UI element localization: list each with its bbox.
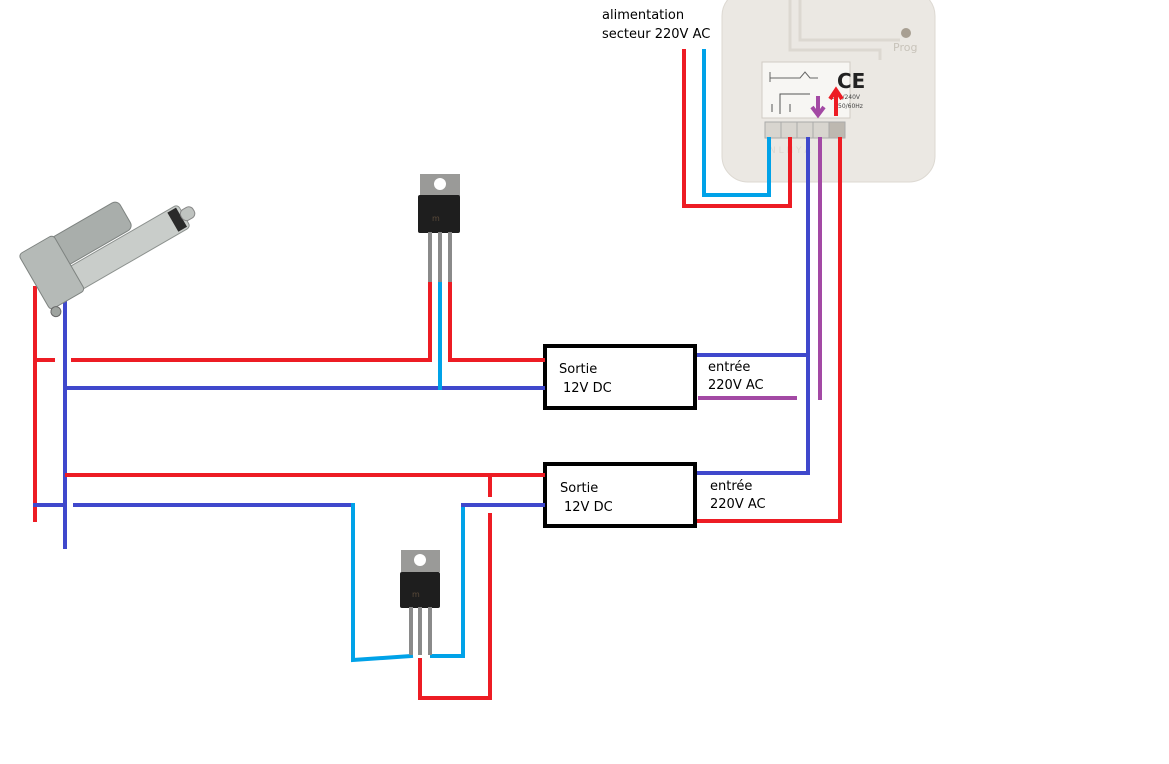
remote-receiver-module: Prog CE 220/240V 50/60Hz N L N Y A (721, 0, 936, 183)
mains-label-line2: secteur 220V AC (602, 27, 710, 42)
supply2-output-voltage: 12V DC (564, 500, 613, 515)
prog-label: Prog (893, 41, 917, 54)
supply2-input-label: entrée (710, 479, 752, 494)
wire-t1-left (71, 281, 432, 362)
supply1-input-voltage: 220V AC (708, 378, 764, 393)
wire-mains-phase (682, 49, 792, 208)
wire-control-up (695, 137, 842, 523)
wire-t2-middle (418, 513, 492, 700)
supply2-input-voltage: 220V AC (710, 497, 766, 512)
ce-mark: CE (837, 69, 865, 93)
wire-actuator-red (33, 286, 55, 522)
wire-t2-right (430, 503, 465, 658)
spec-frequency: 50/60Hz (838, 103, 863, 110)
wire-t2-left (351, 503, 414, 663)
svg-text:m: m (432, 214, 440, 223)
wire-t1-right (448, 281, 545, 362)
supply1-output-label: Sortie (559, 362, 597, 377)
wire-actuator-blue (63, 284, 545, 549)
linear-actuator (19, 201, 196, 318)
transistor-bottom: m (400, 550, 440, 655)
wire-mains-neutral (702, 49, 771, 197)
supply1-output-voltage: 12V DC (563, 381, 612, 396)
mains-label-line1: alimentation (602, 8, 684, 23)
supply2-output-label: Sortie (560, 481, 598, 496)
supply1-input-label: entrée (708, 360, 750, 375)
arrow-down-icon (810, 96, 826, 119)
wire-neutral-to-supplies (695, 137, 810, 475)
power-supply-1: Sortie 12V DC entrée 220V AC (543, 344, 764, 410)
terminal-block (764, 121, 846, 139)
spec-voltage: 220/240V (831, 94, 861, 101)
wire-supply2-positive (65, 473, 545, 497)
power-supply-2: Sortie 12V DC entrée 220V AC (543, 462, 766, 528)
prog-led-icon (901, 28, 911, 38)
transistor-top: m (418, 174, 460, 282)
svg-text:m: m (412, 590, 420, 599)
arrow-up-icon (828, 86, 844, 116)
